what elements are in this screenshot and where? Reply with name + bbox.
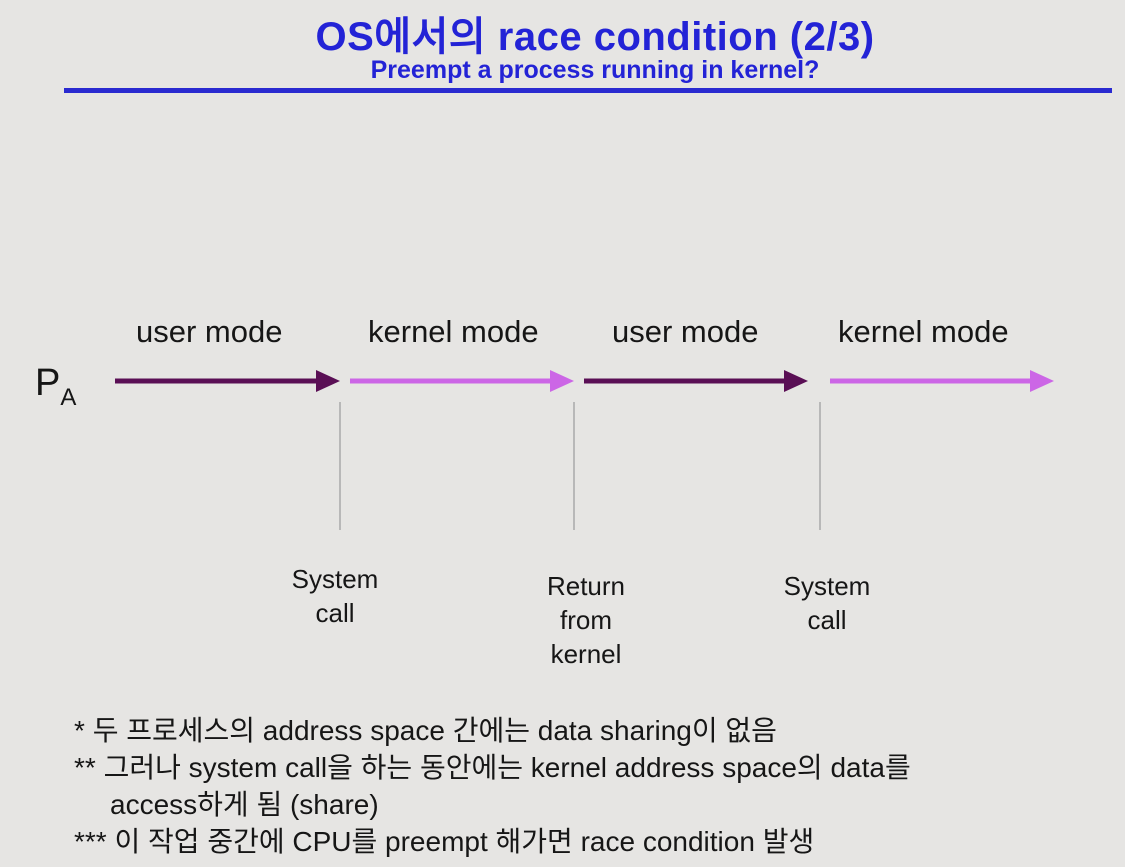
kernel-mode-arrow-1 <box>350 370 574 392</box>
kernel-mode-arrow-2 <box>830 370 1054 392</box>
title-underline <box>64 88 1112 93</box>
note-3-text: 이 작업 중간에 CPU를 preempt 해가면 race condition… <box>114 826 815 857</box>
process-timeline <box>115 370 1054 530</box>
note-2-marker: ** <box>74 752 96 783</box>
notes-list: * 두 프로세스의 address space 간에는 data sharing… <box>74 712 911 860</box>
event-system-call-1: System call <box>291 564 379 628</box>
process-label: PA <box>35 362 77 411</box>
slide-title: OS에서의 race condition (2/3) <box>315 15 875 59</box>
note-3: *** 이 작업 중간에 CPU를 preempt 해가면 race condi… <box>74 823 911 860</box>
mode-label-user-2: user mode <box>612 314 759 349</box>
note-2-text: 그러나 system call을 하는 동안에는 kernel address … <box>103 752 911 783</box>
user-mode-arrow-1 <box>115 370 340 392</box>
note-1-text: 두 프로세스의 address space 간에는 data sharing이 … <box>92 715 777 746</box>
mode-label-kernel-2: kernel mode <box>838 314 1009 349</box>
note-2: ** 그러나 system call을 하는 동안에는 kernel addre… <box>74 749 911 786</box>
event-return-from-kernel: Return from kernel <box>546 571 626 669</box>
event-system-call-2: System call <box>783 571 871 635</box>
user-mode-arrow-2 <box>584 370 808 392</box>
note-2-continuation: access하게 됨 (share) <box>110 789 379 820</box>
note-1: * 두 프로세스의 address space 간에는 data sharing… <box>74 712 911 749</box>
note-1-marker: * <box>74 715 85 746</box>
mode-label-kernel-1: kernel mode <box>368 314 539 349</box>
mode-label-user-1: user mode <box>136 314 283 349</box>
slide-subtitle: Preempt a process running in kernel? <box>370 56 820 84</box>
note-3-marker: *** <box>74 826 107 857</box>
